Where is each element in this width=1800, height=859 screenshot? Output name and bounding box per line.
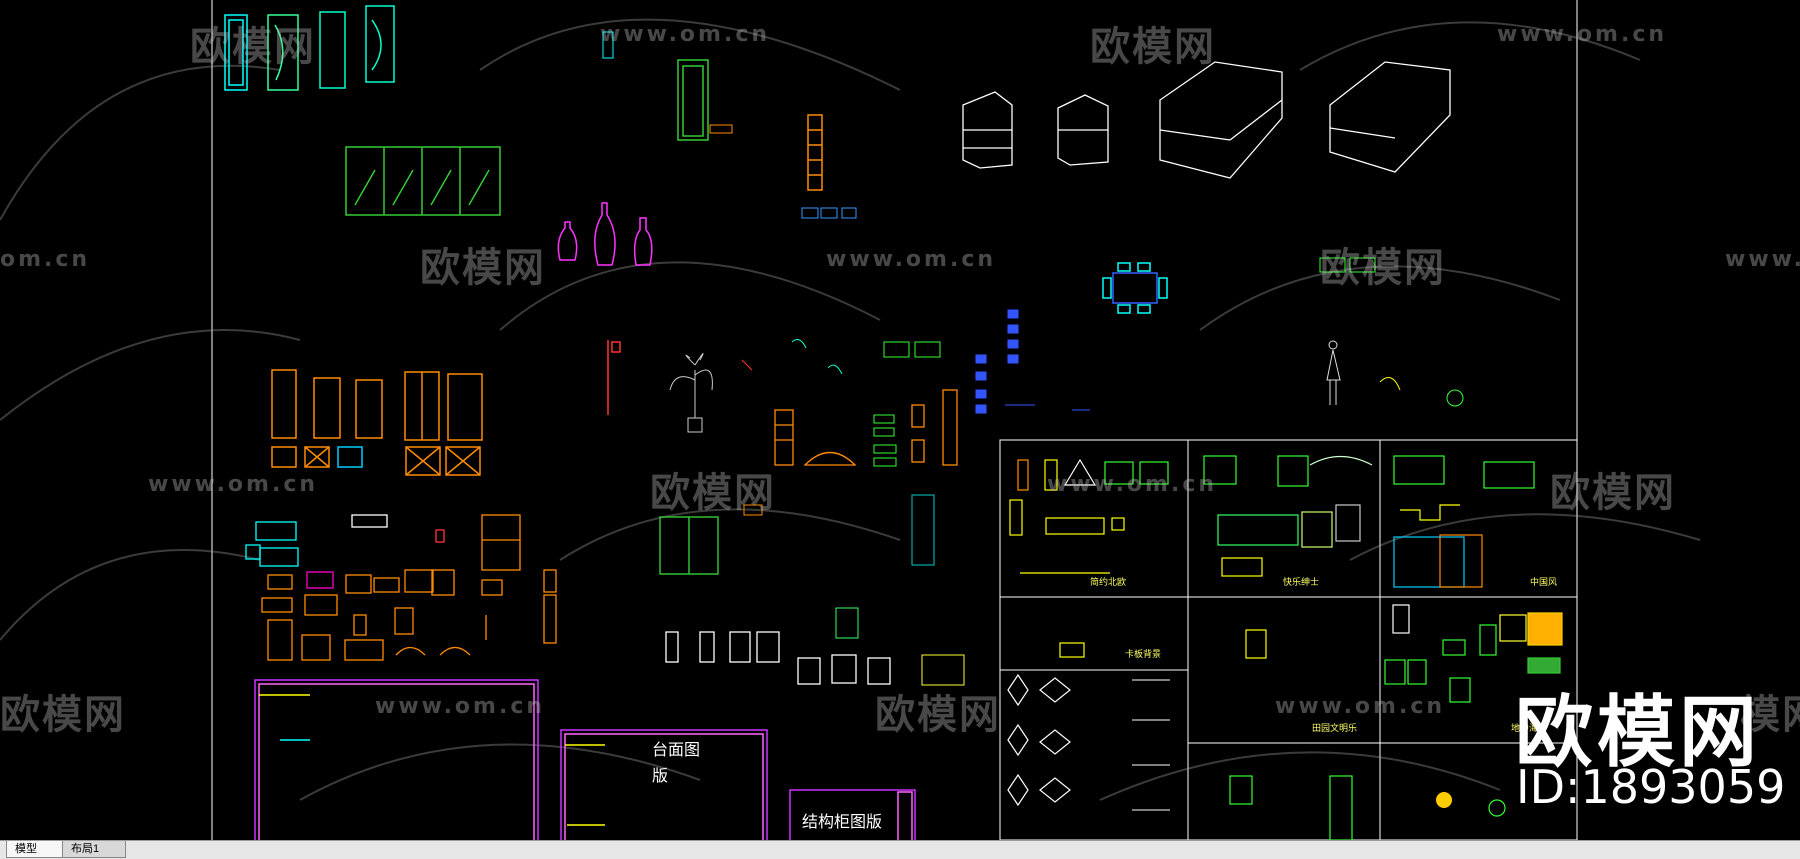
watermark-logo: 欧模网 bbox=[1090, 24, 1216, 70]
watermark-logo: 欧模网 bbox=[650, 470, 776, 516]
countertop-title-line2: 版 bbox=[652, 766, 669, 785]
watermark-logo-partial: 模网 bbox=[1740, 692, 1800, 738]
drawing-frame bbox=[211, 0, 1578, 840]
watermark-url: www.om.cn bbox=[826, 247, 997, 272]
blue-wall-shelves[interactable] bbox=[975, 309, 1090, 414]
panel-label: 快乐绅士 bbox=[1283, 578, 1320, 588]
brand-id: ID:1893059 bbox=[1516, 760, 1786, 814]
cad-drawing[interactable] bbox=[0, 0, 1800, 840]
watermark-url: www.om.cn bbox=[1725, 247, 1800, 272]
watermark-logo: 欧模网 bbox=[1550, 470, 1676, 516]
watermark-url: www.om.cn bbox=[600, 22, 771, 47]
watermark-url: www.om.cn bbox=[148, 472, 319, 497]
panel-style-f[interactable] bbox=[1384, 604, 1563, 817]
small-figure[interactable] bbox=[741, 359, 753, 371]
stools[interactable] bbox=[665, 631, 891, 685]
panel-style-d[interactable] bbox=[1007, 642, 1170, 811]
small-fixture[interactable] bbox=[709, 124, 733, 134]
watermark-logo: 欧模网 bbox=[1320, 245, 1446, 291]
panel-label: 中国风 bbox=[1530, 578, 1558, 588]
structure-cabinet-title: 结构柜图版 bbox=[802, 812, 883, 831]
sliding-window[interactable] bbox=[345, 146, 501, 216]
tall-rack[interactable] bbox=[911, 494, 935, 566]
decor-green[interactable] bbox=[1446, 389, 1464, 407]
door-panels[interactable] bbox=[224, 5, 395, 91]
watermark-arcs bbox=[0, 18, 1701, 801]
female-figure[interactable] bbox=[1326, 340, 1341, 405]
small-cabinet[interactable] bbox=[835, 607, 859, 639]
appliance-icons[interactable] bbox=[801, 207, 857, 219]
green-shelves[interactable] bbox=[873, 414, 897, 467]
brand-watermark: 欧模网 bbox=[1515, 688, 1762, 778]
watermark-logo: 欧模网 bbox=[190, 24, 316, 70]
door-elevation[interactable] bbox=[677, 59, 709, 141]
ladder-shelf[interactable] bbox=[807, 114, 823, 191]
tab-layout1[interactable]: 布局1 bbox=[62, 841, 126, 858]
panel-label: 卡板背景 bbox=[1125, 650, 1162, 660]
watermark-logo: 欧模网 bbox=[420, 245, 546, 291]
watermark-url: www.om.cn bbox=[1497, 22, 1668, 47]
panel-style-a[interactable] bbox=[1009, 458, 1169, 574]
title-block-2[interactable] bbox=[560, 729, 768, 840]
panel-style-e[interactable] bbox=[1229, 629, 1353, 840]
wall-shelves[interactable] bbox=[774, 389, 958, 466]
watermark-url-partial: om.cn bbox=[0, 247, 91, 272]
panel-label: 地中海 bbox=[1511, 724, 1539, 734]
watermark-url: www.om.cn bbox=[1047, 472, 1218, 497]
kitchen-appliances[interactable] bbox=[245, 514, 557, 661]
panel-style-b[interactable] bbox=[1203, 455, 1373, 577]
countertop-title: 台面图 bbox=[652, 740, 701, 759]
layout-tab-bar: 模型 布局1 bbox=[0, 840, 1800, 859]
tab-model[interactable]: 模型 bbox=[6, 841, 70, 858]
title-block-3[interactable] bbox=[789, 789, 916, 840]
title-block-1[interactable] bbox=[254, 679, 539, 840]
watermark-logo: 欧模网 bbox=[0, 692, 126, 738]
decor-yellow[interactable] bbox=[1379, 377, 1401, 391]
panel-label: 简约北欧 bbox=[1090, 578, 1127, 588]
dining-table-plan[interactable] bbox=[1102, 262, 1168, 314]
3d-cabinets[interactable] bbox=[962, 61, 1451, 179]
small-fixture[interactable] bbox=[602, 31, 614, 59]
decor-figures[interactable] bbox=[791, 339, 843, 375]
red-lamp[interactable] bbox=[607, 340, 621, 415]
low-cabinet[interactable] bbox=[921, 654, 965, 686]
cad-model-space[interactable]: 欧模网 欧模网 欧模网 欧模网 欧模网 欧模网 欧模网 欧模网 模网 www.o… bbox=[0, 0, 1800, 840]
small-fixture[interactable] bbox=[743, 504, 763, 516]
potted-plant[interactable] bbox=[669, 353, 713, 433]
watermark-logo: 欧模网 bbox=[875, 692, 1001, 738]
panel-label: 田园文明乐 bbox=[1312, 724, 1358, 734]
vases[interactable] bbox=[557, 202, 653, 266]
double-window[interactable] bbox=[659, 516, 719, 575]
watermark-url: www.om.cn bbox=[375, 694, 546, 719]
green-signs[interactable] bbox=[883, 257, 1376, 358]
refrigerators[interactable] bbox=[271, 369, 483, 476]
watermark-url: www.om.cn bbox=[1275, 694, 1446, 719]
panel-style-c[interactable] bbox=[1393, 455, 1535, 588]
